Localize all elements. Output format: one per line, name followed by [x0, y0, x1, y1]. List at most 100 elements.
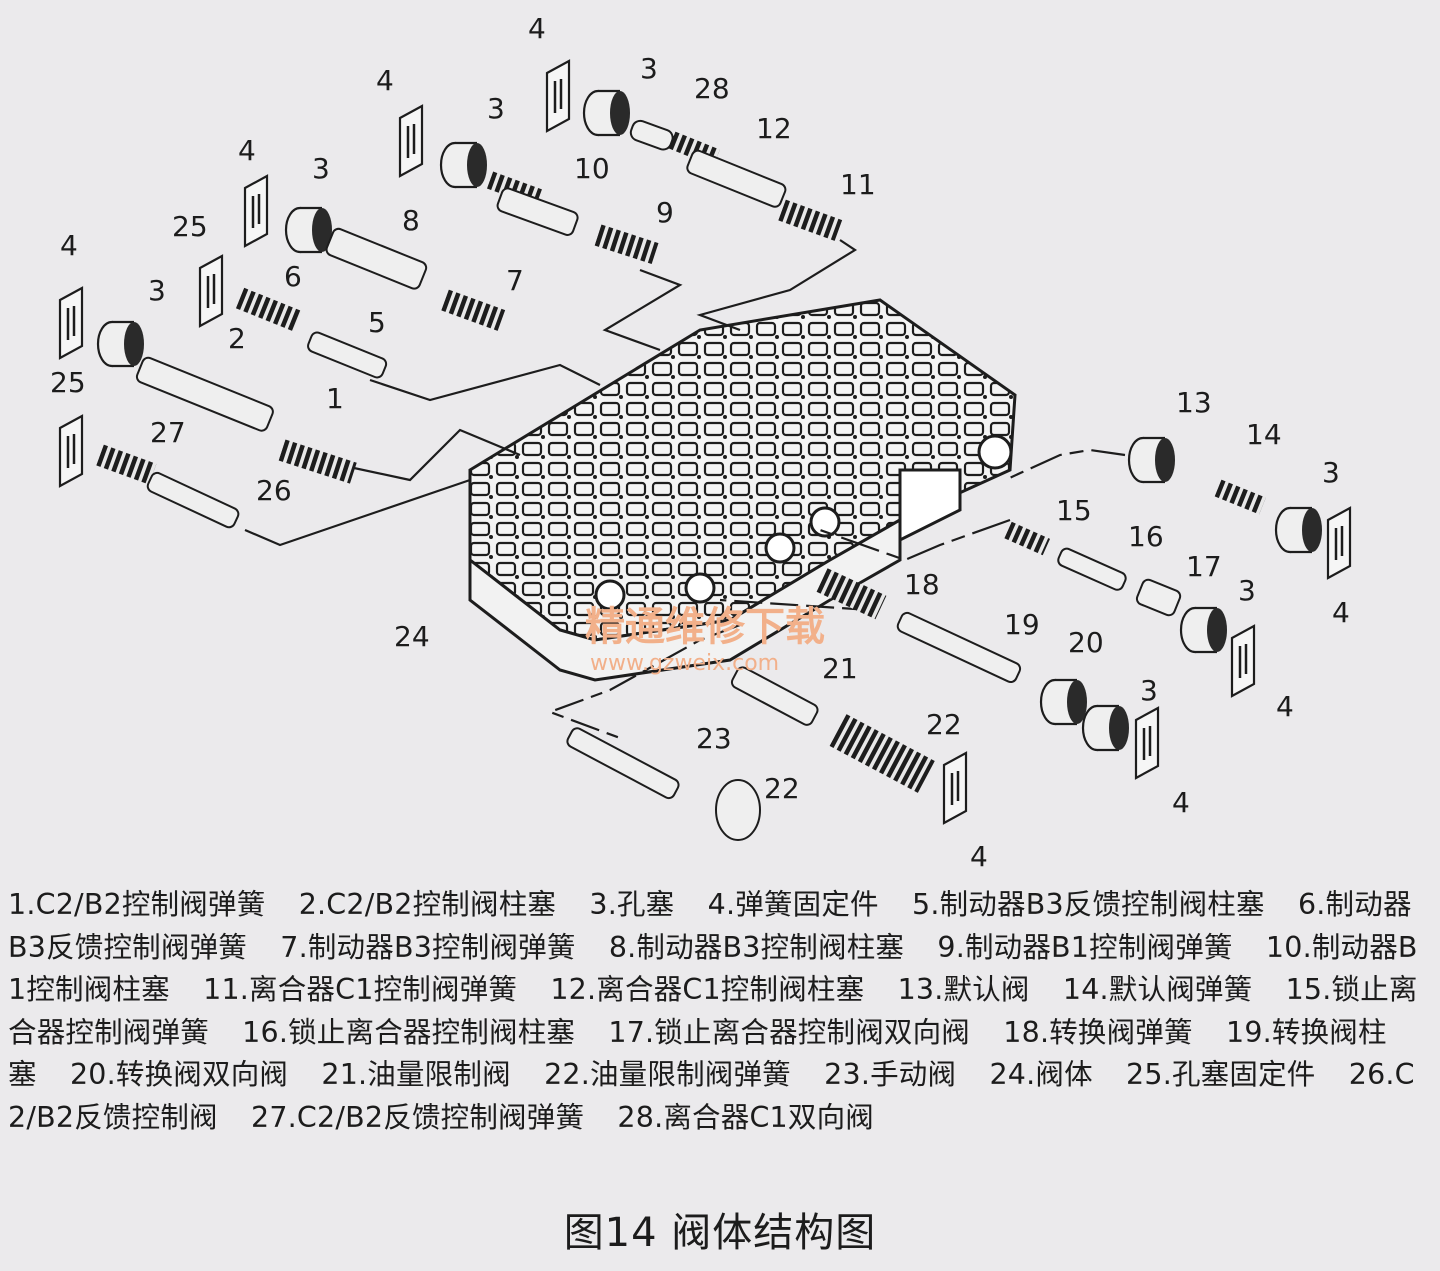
label-3: 3 [1140, 674, 1158, 707]
label-21: 21 [822, 652, 858, 685]
legend-item: 15.锁止离合器控制阀弹簧 [8, 973, 1418, 1049]
label-22: 22 [926, 708, 962, 741]
label-12: 12 [756, 112, 792, 145]
legend-item: 4.弹簧固定件 [707, 888, 879, 921]
legend-item: 28.离合器C1双向阀 [617, 1100, 874, 1134]
double-valve-20 [1039, 678, 1089, 726]
spring-retainer-4 [545, 59, 571, 133]
label-3: 3 [312, 152, 330, 185]
label-3: 3 [487, 92, 505, 125]
legend-item: 1.C2/B2控制阀弹簧 [8, 888, 266, 921]
label-23: 23 [696, 722, 732, 755]
parts-legend: 1.C2/B2控制阀弹簧 2.C2/B2控制阀柱塞 3.孔塞 4.弹簧固定件 5… [8, 884, 1428, 1139]
legend-item: 10.制动器B1控制阀柱塞 [8, 930, 1418, 1007]
legend-item: 21.油量限制阀 [321, 1058, 511, 1091]
label-3: 3 [1322, 456, 1340, 489]
spring-retainer-4 [942, 751, 968, 825]
label-3: 3 [148, 274, 166, 307]
label-11: 11 [840, 168, 876, 201]
spring-retainer-4 [1230, 624, 1256, 698]
label-4: 4 [1332, 596, 1350, 629]
label-24: 24 [394, 620, 430, 653]
label-9: 9 [656, 196, 674, 229]
label-16: 16 [1128, 520, 1164, 553]
spring-retainer-4 [398, 104, 424, 178]
label-17: 17 [1186, 550, 1222, 583]
watermark-url: www.gzweix.com [590, 651, 779, 676]
legend-item: 9.制动器B1控制阀弹簧 [937, 930, 1233, 964]
label-8: 8 [402, 204, 420, 237]
label-2: 2 [228, 322, 246, 355]
label-18: 18 [904, 568, 940, 601]
plug-3 [1179, 606, 1229, 654]
legend-item: 22.油量限制阀弹簧 [544, 1058, 791, 1091]
label-20: 20 [1068, 626, 1104, 659]
legend-item: 19.转换阀柱塞 [8, 1015, 1387, 1092]
plug-3 [96, 320, 146, 368]
label-3: 3 [1238, 574, 1256, 607]
label-15: 15 [1056, 494, 1092, 527]
legend-item: 23.手动阀 [824, 1058, 957, 1091]
legend-item: 16.锁止离合器控制阀柱塞 [242, 1015, 576, 1049]
label-13: 13 [1176, 386, 1212, 419]
leader-lines [244, 239, 1126, 740]
legend-item: 5.制动器B3反馈控制阀柱塞 [912, 888, 1265, 921]
legend-item: 18.转换阀弹簧 [1003, 1015, 1193, 1049]
legend-item: 7.制动器B3控制阀弹簧 [280, 930, 576, 964]
label-22: 22 [764, 772, 800, 805]
label-3: 3 [640, 52, 658, 85]
label-10: 10 [574, 152, 610, 185]
label-25: 25 [172, 210, 208, 243]
label-4: 4 [376, 64, 394, 97]
legend-item: 20.转换阀双向阀 [69, 1058, 289, 1091]
legend-item: 24.阀体 [989, 1058, 1093, 1091]
plug-retainer-25 [198, 254, 224, 328]
plug-3 [1081, 704, 1131, 752]
spring-retainer-4 [243, 174, 269, 248]
legend-item: 25.孔塞固定件 [1126, 1058, 1316, 1091]
plug-3 [439, 141, 489, 189]
label-27: 27 [150, 416, 186, 449]
plungers [135, 119, 1182, 841]
plug-3 [1274, 506, 1324, 554]
label-5: 5 [368, 306, 386, 339]
legend-item: 6.制动器B3反馈控制阀弹簧 [8, 888, 1412, 964]
valve-body [468, 298, 1017, 682]
label-7: 7 [506, 264, 524, 297]
label-25: 25 [50, 366, 86, 399]
legend-item: 13.默认阀 [897, 973, 1030, 1006]
plug-3 [284, 206, 334, 254]
label-4: 4 [970, 840, 988, 873]
label-6: 6 [284, 260, 302, 293]
springs [96, 131, 1266, 793]
label-4: 4 [528, 12, 546, 45]
figure-caption: 图14 阀体结构图 [563, 1210, 877, 1256]
label-1: 1 [326, 382, 344, 415]
spring-retainer-4 [1326, 506, 1352, 580]
legend-item: 17.锁止离合器控制阀双向阀 [608, 1015, 971, 1049]
legend-item: 2.C2/B2控制阀柱塞 [298, 888, 557, 921]
label-4: 4 [60, 229, 78, 262]
valve-body-exploded-diagram: 精通维修下载 www.gzweix.com 1 2 3 3 3 3 3 3 3 … [50, 12, 1352, 873]
legend-item: 27.C2/B2反馈控制阀弹簧 [251, 1100, 585, 1134]
label-4: 4 [1276, 690, 1294, 723]
plug-3 [582, 89, 632, 137]
label-4: 4 [238, 134, 256, 167]
legend-item: 14.默认阀弹簧 [1062, 973, 1253, 1006]
legend-item: 12.离合器C1控制阀柱塞 [550, 973, 865, 1006]
plug-retainer-25 [58, 414, 84, 488]
label-28: 28 [694, 72, 730, 105]
part-labels: 1 2 3 3 3 3 3 3 3 4 4 4 4 4 4 4 4 5 6 7 … [50, 12, 1350, 873]
legend-item: 8.制动器B3控制阀柱塞 [608, 930, 905, 964]
spring-retainer-4 [1134, 706, 1160, 780]
label-19: 19 [1004, 608, 1040, 641]
default-valve-13 [1127, 436, 1177, 484]
watermark: 精通维修下载 [585, 604, 825, 650]
label-14: 14 [1246, 418, 1282, 451]
label-26: 26 [256, 474, 292, 507]
label-4: 4 [1172, 786, 1190, 819]
legend-item: 11.离合器C1控制阀弹簧 [203, 973, 518, 1006]
legend-item: 3.孔塞 [589, 888, 675, 921]
spring-retainer-4 [58, 286, 84, 360]
legend-item: 26.C2/B2反馈控制阀 [8, 1058, 1415, 1134]
